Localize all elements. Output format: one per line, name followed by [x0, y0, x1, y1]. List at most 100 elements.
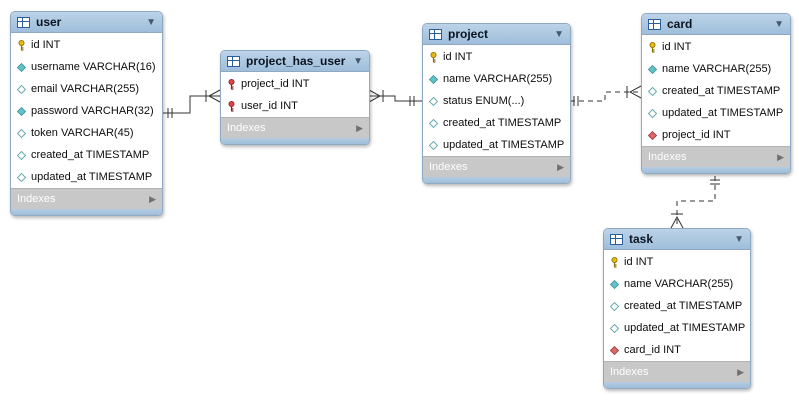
column-row[interactable]: created_at TIMESTAMP: [423, 112, 570, 134]
column-row[interactable]: user_id INT: [221, 95, 369, 117]
column-label: project_id INT: [662, 129, 731, 141]
column-label: id INT: [662, 41, 692, 53]
table-card[interactable]: card ▼ id INT name VARCHAR(255) created_…: [641, 13, 791, 174]
table-icon: [648, 18, 661, 30]
collapse-arrow-icon[interactable]: ▼: [146, 16, 156, 28]
collapse-arrow-icon[interactable]: ▼: [554, 28, 564, 40]
table-task[interactable]: task ▼ id INT name VARCHAR(255) created_…: [603, 228, 751, 389]
indexes-label: Indexes: [429, 161, 468, 173]
indexes-section[interactable]: Indexes ▶: [221, 117, 369, 138]
table-header[interactable]: project ▼: [423, 24, 570, 45]
expand-arrow-icon[interactable]: ▶: [149, 193, 156, 204]
collapse-arrow-icon[interactable]: ▼: [353, 55, 363, 67]
expand-arrow-icon[interactable]: ▶: [737, 366, 744, 377]
relationship-project-project-has-user[interactable]: [368, 95, 422, 102]
table-icon: [17, 16, 30, 28]
table-header[interactable]: task ▼: [604, 229, 750, 250]
column-row[interactable]: project_id INT: [642, 124, 790, 146]
collapse-arrow-icon[interactable]: ▼: [734, 233, 744, 245]
relationship-card-task[interactable]: [676, 176, 716, 228]
relationship-project-card[interactable]: [570, 91, 641, 102]
not-null-column-icon: [428, 74, 438, 84]
column-label: updated_at TIMESTAMP: [624, 322, 746, 334]
column-label: updated_at TIMESTAMP: [31, 171, 153, 183]
column-row[interactable]: updated_at TIMESTAMP: [423, 134, 570, 156]
column-row[interactable]: username VARCHAR(16): [11, 56, 162, 78]
column-row[interactable]: id INT: [642, 36, 790, 58]
one-mark-project-side: [409, 96, 415, 106]
column-row[interactable]: created_at TIMESTAMP: [604, 295, 750, 317]
nullable-column-icon: [16, 84, 26, 94]
table-title: project_has_user: [246, 54, 346, 68]
table-user[interactable]: user ▼ id INT username VARCHAR(16) email…: [10, 11, 163, 216]
indexes-label: Indexes: [227, 122, 266, 134]
column-row[interactable]: created_at TIMESTAMP: [11, 144, 162, 166]
column-list: id INT name VARCHAR(255) created_at TIME…: [642, 35, 790, 146]
column-list: id INT name VARCHAR(255) created_at TIME…: [604, 250, 750, 361]
column-row[interactable]: card_id INT: [604, 339, 750, 361]
column-row[interactable]: id INT: [604, 251, 750, 273]
column-row[interactable]: project_id INT: [221, 73, 369, 95]
column-row[interactable]: status ENUM(...): [423, 90, 570, 112]
not-null-column-icon: [16, 62, 26, 72]
column-label: name VARCHAR(255): [443, 73, 553, 85]
foreign-key-icon: [647, 130, 657, 140]
one-mark-user-side: [167, 108, 173, 118]
table-header[interactable]: user ▼: [11, 12, 162, 33]
table-footer: [11, 209, 162, 215]
table-header[interactable]: card ▼: [642, 14, 790, 35]
column-row[interactable]: name VARCHAR(255): [423, 68, 570, 90]
column-label: created_at TIMESTAMP: [624, 300, 743, 312]
column-list: id INT username VARCHAR(16) email VARCHA…: [11, 33, 162, 188]
column-list: id INT name VARCHAR(255) status ENUM(...…: [423, 45, 570, 156]
column-label: username VARCHAR(16): [31, 61, 156, 73]
column-label: created_at TIMESTAMP: [443, 117, 562, 129]
table-project[interactable]: project ▼ id INT name VARCHAR(255) statu…: [422, 23, 571, 184]
table-footer: [423, 177, 570, 183]
table-project-has-user[interactable]: project_has_user ▼ project_id INT user_i…: [220, 50, 370, 145]
column-row[interactable]: email VARCHAR(255): [11, 78, 162, 100]
column-row[interactable]: password VARCHAR(32): [11, 100, 162, 122]
column-row[interactable]: id INT: [11, 34, 162, 56]
indexes-section[interactable]: Indexes ▶: [642, 146, 790, 167]
primary-key-icon: [609, 256, 619, 268]
column-row[interactable]: token VARCHAR(45): [11, 122, 162, 144]
collapse-arrow-icon[interactable]: ▼: [774, 18, 784, 30]
crows-foot-project-has-user-project: [368, 89, 384, 103]
indexes-section[interactable]: Indexes ▶: [604, 361, 750, 382]
crows-foot-card-project: [626, 85, 642, 99]
nullable-column-icon: [647, 86, 657, 96]
column-row[interactable]: name VARCHAR(255): [642, 58, 790, 80]
column-label: updated_at TIMESTAMP: [662, 107, 784, 119]
nullable-column-icon: [16, 150, 26, 160]
column-label: password VARCHAR(32): [31, 105, 154, 117]
one-mark-project-card-side: [573, 96, 579, 106]
table-title: task: [629, 232, 654, 246]
table-footer: [604, 382, 750, 388]
table-icon: [429, 28, 442, 40]
relationship-user-project-has-user[interactable]: [162, 95, 220, 114]
nullable-column-icon: [16, 128, 26, 138]
indexes-section[interactable]: Indexes ▶: [423, 156, 570, 177]
nullable-column-icon: [609, 301, 619, 311]
column-label: updated_at TIMESTAMP: [443, 139, 565, 151]
column-row[interactable]: name VARCHAR(255): [604, 273, 750, 295]
column-row[interactable]: updated_at TIMESTAMP: [642, 102, 790, 124]
one-mark-card-task-side: [710, 179, 720, 185]
column-row[interactable]: id INT: [423, 46, 570, 68]
expand-arrow-icon[interactable]: ▶: [557, 161, 564, 172]
nullable-column-icon: [16, 172, 26, 182]
column-row[interactable]: updated_at TIMESTAMP: [604, 317, 750, 339]
indexes-label: Indexes: [17, 193, 56, 205]
column-row[interactable]: updated_at TIMESTAMP: [11, 166, 162, 188]
indexes-section[interactable]: Indexes ▶: [11, 188, 162, 209]
expand-arrow-icon[interactable]: ▶: [777, 151, 784, 162]
nullable-column-icon: [428, 96, 438, 106]
column-label: email VARCHAR(255): [31, 83, 139, 95]
table-icon: [610, 233, 623, 245]
table-header[interactable]: project_has_user ▼: [221, 51, 369, 72]
column-label: token VARCHAR(45): [31, 127, 134, 139]
expand-arrow-icon[interactable]: ▶: [356, 122, 363, 133]
table-title: project: [448, 27, 489, 41]
column-row[interactable]: created_at TIMESTAMP: [642, 80, 790, 102]
